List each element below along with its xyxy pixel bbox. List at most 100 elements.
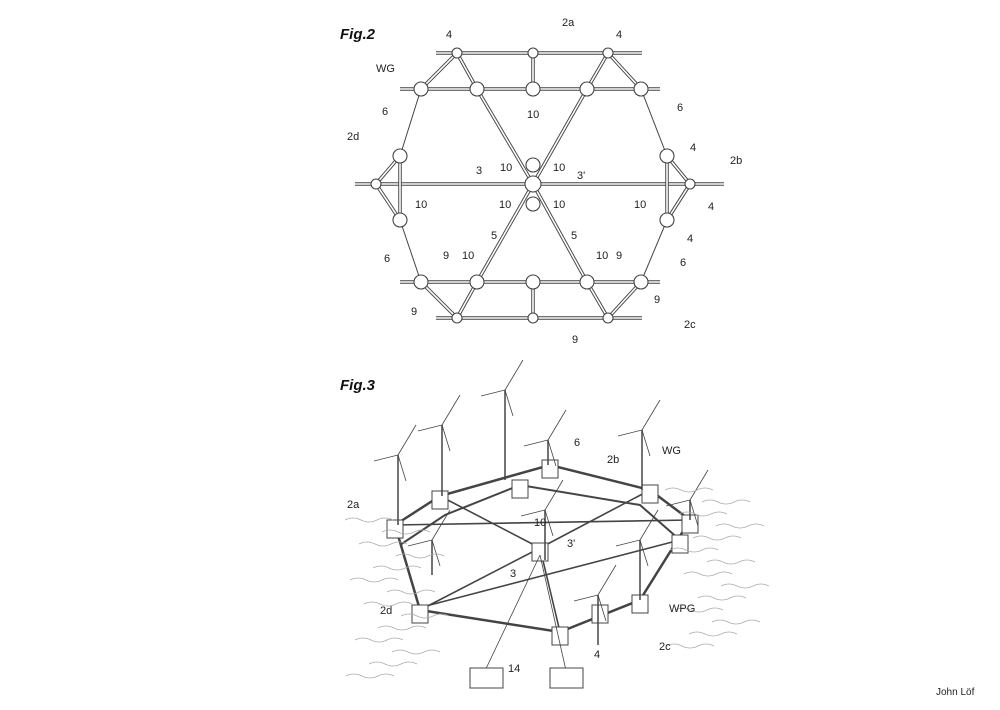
float-node	[525, 157, 541, 173]
fig2-title: Fig.2	[340, 26, 376, 43]
fig2-reference-label: 3	[476, 165, 483, 177]
turbine-blade	[641, 399, 661, 431]
turbine-blade	[431, 509, 451, 541]
turbine-blade	[617, 429, 643, 437]
water-wave	[395, 553, 445, 559]
fig3-reference-label: 2b	[607, 454, 620, 466]
turbine-blade	[547, 409, 567, 441]
fig2-reference-label: 5	[491, 230, 498, 242]
float-column	[411, 604, 429, 624]
author-name: John Löf	[936, 687, 975, 698]
fig2-reference-label: 10	[415, 199, 428, 211]
fig2-reference-label: 4	[690, 142, 697, 154]
float-node	[392, 148, 408, 164]
fig3-reference-label: 3	[510, 568, 517, 580]
float-column	[386, 519, 404, 539]
water-wave	[688, 631, 738, 637]
float-node	[579, 274, 595, 290]
fig2-reference-label: 10	[499, 199, 512, 211]
turbine-blade	[639, 539, 649, 567]
turbine-blade	[689, 469, 709, 501]
water-wave	[372, 565, 422, 571]
water-wave	[692, 535, 742, 541]
float-node	[469, 274, 485, 290]
turbine-blade	[639, 509, 659, 541]
fig2-reference-label: 4	[687, 233, 694, 245]
water-wave	[664, 487, 714, 493]
fig2-reference-label: 6	[382, 106, 389, 118]
frame-brace	[539, 489, 651, 549]
fig2-reference-label: 2d	[347, 131, 360, 143]
float-column	[511, 479, 529, 499]
water-wave	[400, 613, 450, 619]
float-node	[392, 212, 408, 228]
pontoon-beam-inner	[420, 52, 458, 90]
water-wave	[715, 523, 765, 529]
water-wave	[674, 607, 724, 613]
turbine-node	[451, 312, 463, 324]
frame-brace	[439, 495, 541, 549]
water-wave	[386, 589, 436, 595]
float-column	[671, 534, 689, 554]
fig2-reference-label: 10	[634, 199, 647, 211]
turbine-blade	[597, 564, 617, 596]
turbine-blade	[523, 439, 549, 447]
mooring-line-6	[640, 219, 668, 283]
pontoon-beam-inner	[607, 281, 642, 319]
turbine-blade	[689, 499, 699, 527]
turbine-blade	[665, 499, 691, 507]
float-node	[525, 274, 541, 290]
turbine-blade	[397, 454, 407, 482]
water-wave	[711, 619, 761, 625]
turbine-blade	[544, 509, 554, 537]
turbine-blade	[407, 539, 433, 547]
fig3-reference-label: 2c	[659, 641, 671, 653]
float-node	[633, 81, 649, 97]
turbine-blade	[504, 389, 514, 417]
fig2-reference-label: 10	[596, 250, 609, 262]
water-wave	[669, 547, 719, 553]
water-wave	[345, 673, 395, 679]
fig3-reference-label: 14	[508, 663, 521, 675]
fig2-reference-label: 4	[708, 201, 715, 213]
turbine-blade	[441, 424, 451, 452]
fig2-reference-label: 6	[680, 257, 687, 269]
water-wave	[683, 571, 733, 577]
fig2-reference-label: 2c	[684, 319, 696, 331]
float-node	[469, 81, 485, 97]
fig2-reference-label: 4	[446, 29, 453, 41]
turbine-blade	[615, 539, 641, 547]
fig2-reference-label: 4	[616, 29, 623, 41]
pontoon-beam-inner	[420, 281, 458, 319]
turbine-blade	[547, 439, 557, 467]
turbine-node	[451, 47, 463, 59]
turbine-node	[527, 47, 539, 59]
fig3-reference-label: WG	[662, 445, 681, 457]
float-node	[525, 81, 541, 97]
turbine-node	[602, 312, 614, 324]
water-wave	[391, 649, 441, 655]
fig2-reference-label: 9	[616, 250, 623, 262]
water-wave	[665, 643, 715, 649]
float-node	[579, 81, 595, 97]
fig2-reference-label: 2a	[562, 17, 575, 29]
anchor-block	[469, 667, 504, 689]
fig2-reference-label: 10	[553, 199, 566, 211]
fig3-reference-label: 2a	[347, 499, 360, 511]
water-wave	[720, 583, 770, 589]
turbine-node	[370, 178, 382, 190]
turbine-blade	[520, 509, 546, 517]
turbine-blade	[573, 594, 599, 602]
fig2-reference-label: 10	[553, 162, 566, 174]
water-wave	[377, 625, 427, 631]
water-wave	[344, 517, 394, 523]
water-wave	[368, 661, 418, 667]
water-wave	[349, 577, 399, 583]
fig2-reference-label: 5	[571, 230, 578, 242]
fig3-reference-label: WPG	[669, 603, 696, 615]
fig2-reference-label: 6	[677, 102, 684, 114]
water-wave	[706, 559, 756, 565]
turbine-blade	[504, 359, 524, 391]
fig2-reference-label: 3'	[577, 170, 586, 182]
